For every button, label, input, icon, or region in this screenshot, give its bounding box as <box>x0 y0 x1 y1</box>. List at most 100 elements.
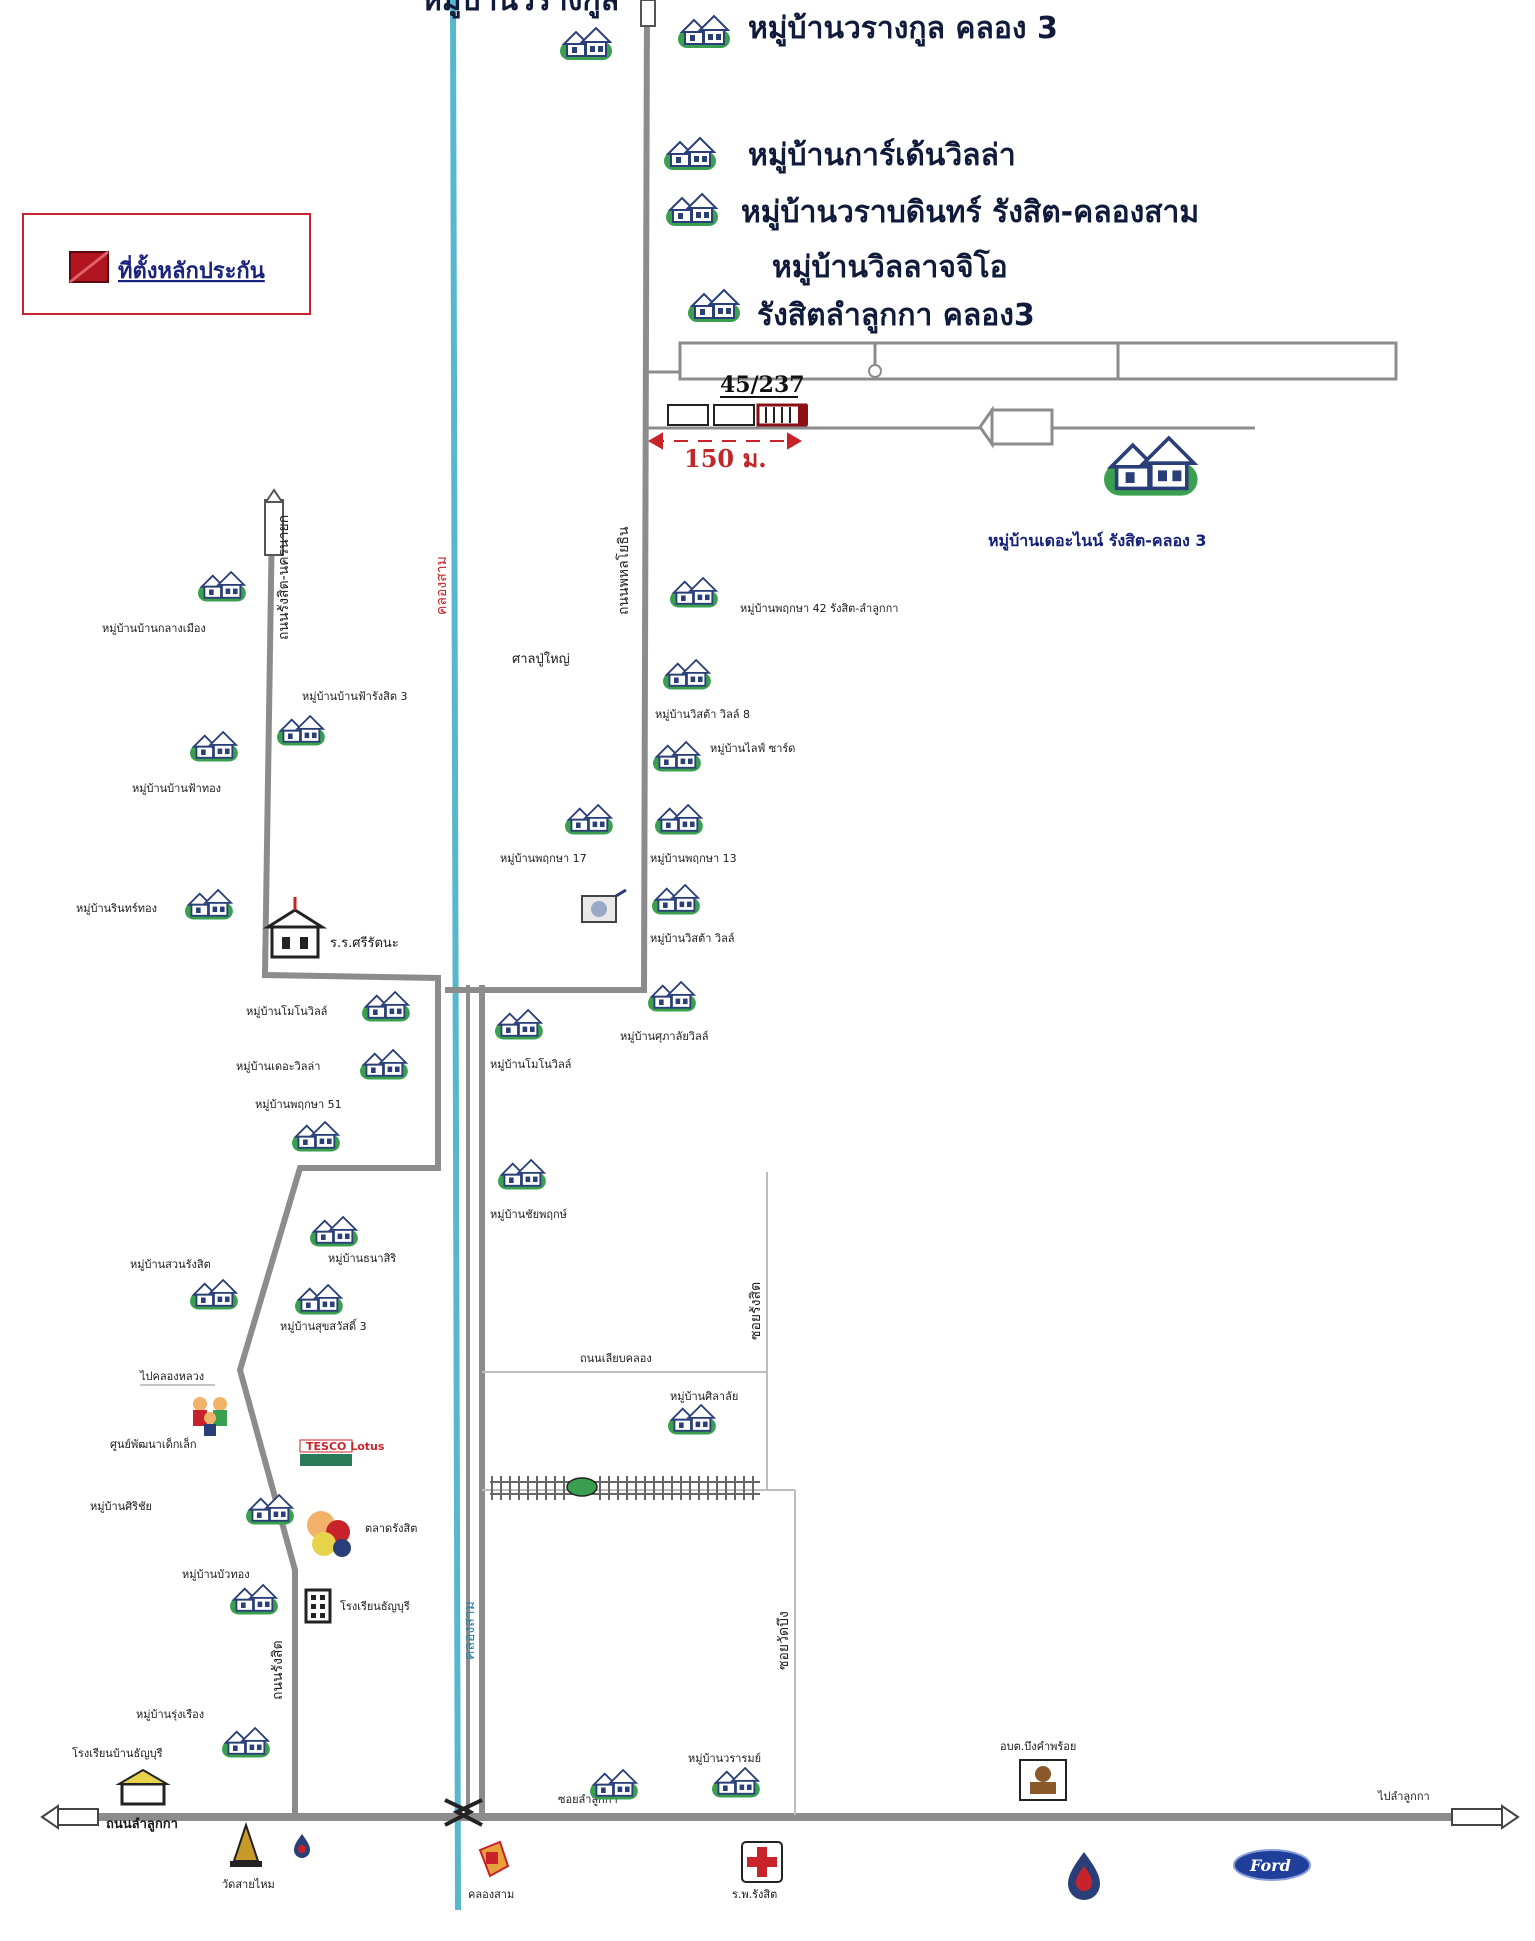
property-address: 45/237 <box>720 372 805 398</box>
village-label-s8: หมู่บ้านโมโนวิลล์ <box>490 1057 571 1071</box>
school2-label: โรงเรียนธัญบุรี <box>340 1599 410 1613</box>
village-icon <box>361 991 411 1023</box>
village-icon <box>294 1284 344 1316</box>
highlight-village-label: หมู่บ้านเดอะไนน์ รังสิต-คลอง 3 <box>988 531 1207 552</box>
pond-icon <box>566 1477 598 1497</box>
village-icon <box>564 804 614 836</box>
road-arrow-top <box>640 0 656 27</box>
gov-office-icon <box>1019 1759 1067 1801</box>
ford-logo: Ford <box>1233 1849 1311 1881</box>
satellite-icon <box>581 888 627 923</box>
shrine-label: ศาลปู่ใหญ่ <box>512 651 570 667</box>
village-label-v1: หมู่บ้านวรางกูล คลอง 3 <box>748 11 1058 47</box>
village-icon <box>189 1279 239 1311</box>
village-label-s4: หมู่บ้านพฤกษา 17 <box>500 852 587 865</box>
village-label-s17: หมู่บ้านธนาสิริ <box>328 1252 396 1265</box>
road-label-left-lower: ถนนรังสิต <box>270 1640 286 1700</box>
village-label-v2: หมู่บ้านการ์เด้นวิลล่า <box>748 138 1016 174</box>
village-label-s22: หมู่บ้านบัวทอง <box>182 1568 250 1581</box>
child-center-icon <box>193 1397 227 1436</box>
market-label: ตลาดรังสิต <box>365 1522 417 1535</box>
road-label-inner1: ซอยรังสิต <box>748 1282 764 1340</box>
school2-icon <box>304 1588 332 1624</box>
village-label-s15: หมู่บ้านพฤกษา 51 <box>255 1098 342 1111</box>
tesco-icon <box>299 1439 353 1466</box>
market-icon <box>307 1511 351 1557</box>
rail-hatch <box>490 1481 760 1495</box>
village-label-v4b: รังสิตลำลูกกา คลอง3 <box>757 298 1035 334</box>
bottom-road-arrow-right <box>1501 1804 1520 1830</box>
village-icon <box>359 1049 409 1081</box>
road-label-inner-h: ถนนเลียบคลอง <box>580 1352 652 1365</box>
road-label-main: ถนนพหลโยธิน <box>615 526 632 615</box>
inner-road-box <box>482 1172 768 1373</box>
bridge-icon <box>444 1798 483 1827</box>
fuel-icon <box>1068 1852 1100 1900</box>
road-label-bottom-left: ถนนลำลูกกา <box>106 1816 178 1832</box>
village-icon <box>654 804 704 836</box>
temple-school-label: ร.ร.ศรีรัตนะ <box>330 935 399 951</box>
village-icon <box>276 715 326 747</box>
tesco-label: TESCO Lotus <box>306 1440 385 1453</box>
village-label-s18: หมู่บ้านสวนรังสิต <box>130 1258 211 1271</box>
canal-label: คลองสาม <box>434 556 450 615</box>
hospital-icon <box>741 1841 783 1883</box>
village-label-s9: หมู่บ้านบ้านกลางเมือง <box>102 622 206 635</box>
village-label-s21: หมู่บ้านศิริชัย <box>90 1500 152 1513</box>
village-icon <box>309 1216 359 1248</box>
bottom-road-arrow-left <box>40 1804 59 1830</box>
village-label-s20: หมู่บ้านศิลาลัย <box>670 1390 738 1403</box>
village-icon <box>189 731 239 763</box>
main-road-upper <box>445 0 650 993</box>
village-icon <box>669 577 719 609</box>
village-label-s11: หมู่บ้านบ้านฟ้าทอง <box>132 782 221 795</box>
village-label-s5: หมู่บ้านพฤกษา 13 <box>650 852 737 865</box>
gov-office-label: อบต.บึงคำพร้อย <box>1000 1740 1076 1753</box>
village-icon <box>291 1121 341 1153</box>
village-label-s7: หมู่บ้านศุภาลัยวิลล์ <box>620 1030 708 1043</box>
village-label-v3: หมู่บ้านวราบดินทร์ รังสิต-คลองสาม <box>741 195 1199 231</box>
fuel-icon-small <box>294 1834 310 1858</box>
road-label-inner2: ซอยวัดบึง <box>776 1611 792 1670</box>
village-icon <box>667 1404 717 1436</box>
village-icon <box>197 571 247 603</box>
gate-box <box>990 408 1054 446</box>
village-label-s1: หมู่บ้านพฤกษา 42 รังสิต-ลำลูกกา <box>740 602 898 615</box>
soi-road-upper <box>678 341 1398 381</box>
distance-arrow <box>648 432 802 450</box>
village-icon <box>711 1767 761 1799</box>
village-icon <box>245 1494 295 1526</box>
road-label-left: ถนนรังสิต-นครนายก <box>276 515 292 640</box>
village-icon <box>589 1769 639 1801</box>
village-icon <box>184 889 234 921</box>
distance-label: 150 ม. <box>684 444 767 473</box>
hospital-label: ร.พ.รังสิต <box>732 1888 777 1901</box>
highlight-village-icon <box>1102 436 1200 498</box>
temple-icon <box>230 1821 262 1867</box>
village-label-s14: หมู่บ้านเดอะวิลล่า <box>236 1060 320 1073</box>
village-label-s19: หมู่บ้านสุขสวัสดิ์ 3 <box>280 1318 367 1333</box>
canal-label-lower: คลองสาม <box>462 1601 478 1660</box>
village-icon <box>229 1584 279 1616</box>
village-icon <box>647 981 697 1013</box>
school3-label: โรงเรียนบ้านธัญบุรี <box>72 1746 163 1760</box>
village-label-s3: หมู่บ้านไลฟ์ ซาร์ด <box>710 742 795 755</box>
top-village-label: หมู่บ้านวรางกูล <box>422 0 619 19</box>
village-icon <box>221 1727 271 1759</box>
canal-line <box>450 0 461 1911</box>
canal-label-bottom: คลองสาม <box>468 1888 514 1901</box>
left-road <box>236 519 441 1815</box>
village-label-s10: หมู่บ้านบ้านฟ้ารังสิต 3 <box>302 690 407 703</box>
child-center-label: ศูนย์พัฒนาเด็กเล็ก <box>110 1437 197 1451</box>
shop-icon <box>478 1840 510 1878</box>
village-label-s23: หมู่บ้านรุ่งเรือง <box>136 1708 204 1721</box>
village-label-s12: หมู่บ้านรินทร์ทอง <box>76 902 157 915</box>
temple-label: วัดสายไหม <box>222 1878 275 1891</box>
village-label-v4a: หมู่บ้านวิลลาจจิโอ <box>772 248 1008 286</box>
village-label-s16: หมู่บ้านชัยพฤกษ์ <box>490 1208 567 1221</box>
village-icon <box>662 659 712 691</box>
village-icon <box>497 1159 547 1191</box>
village-icon <box>652 741 702 773</box>
school3-icon <box>115 1768 171 1806</box>
